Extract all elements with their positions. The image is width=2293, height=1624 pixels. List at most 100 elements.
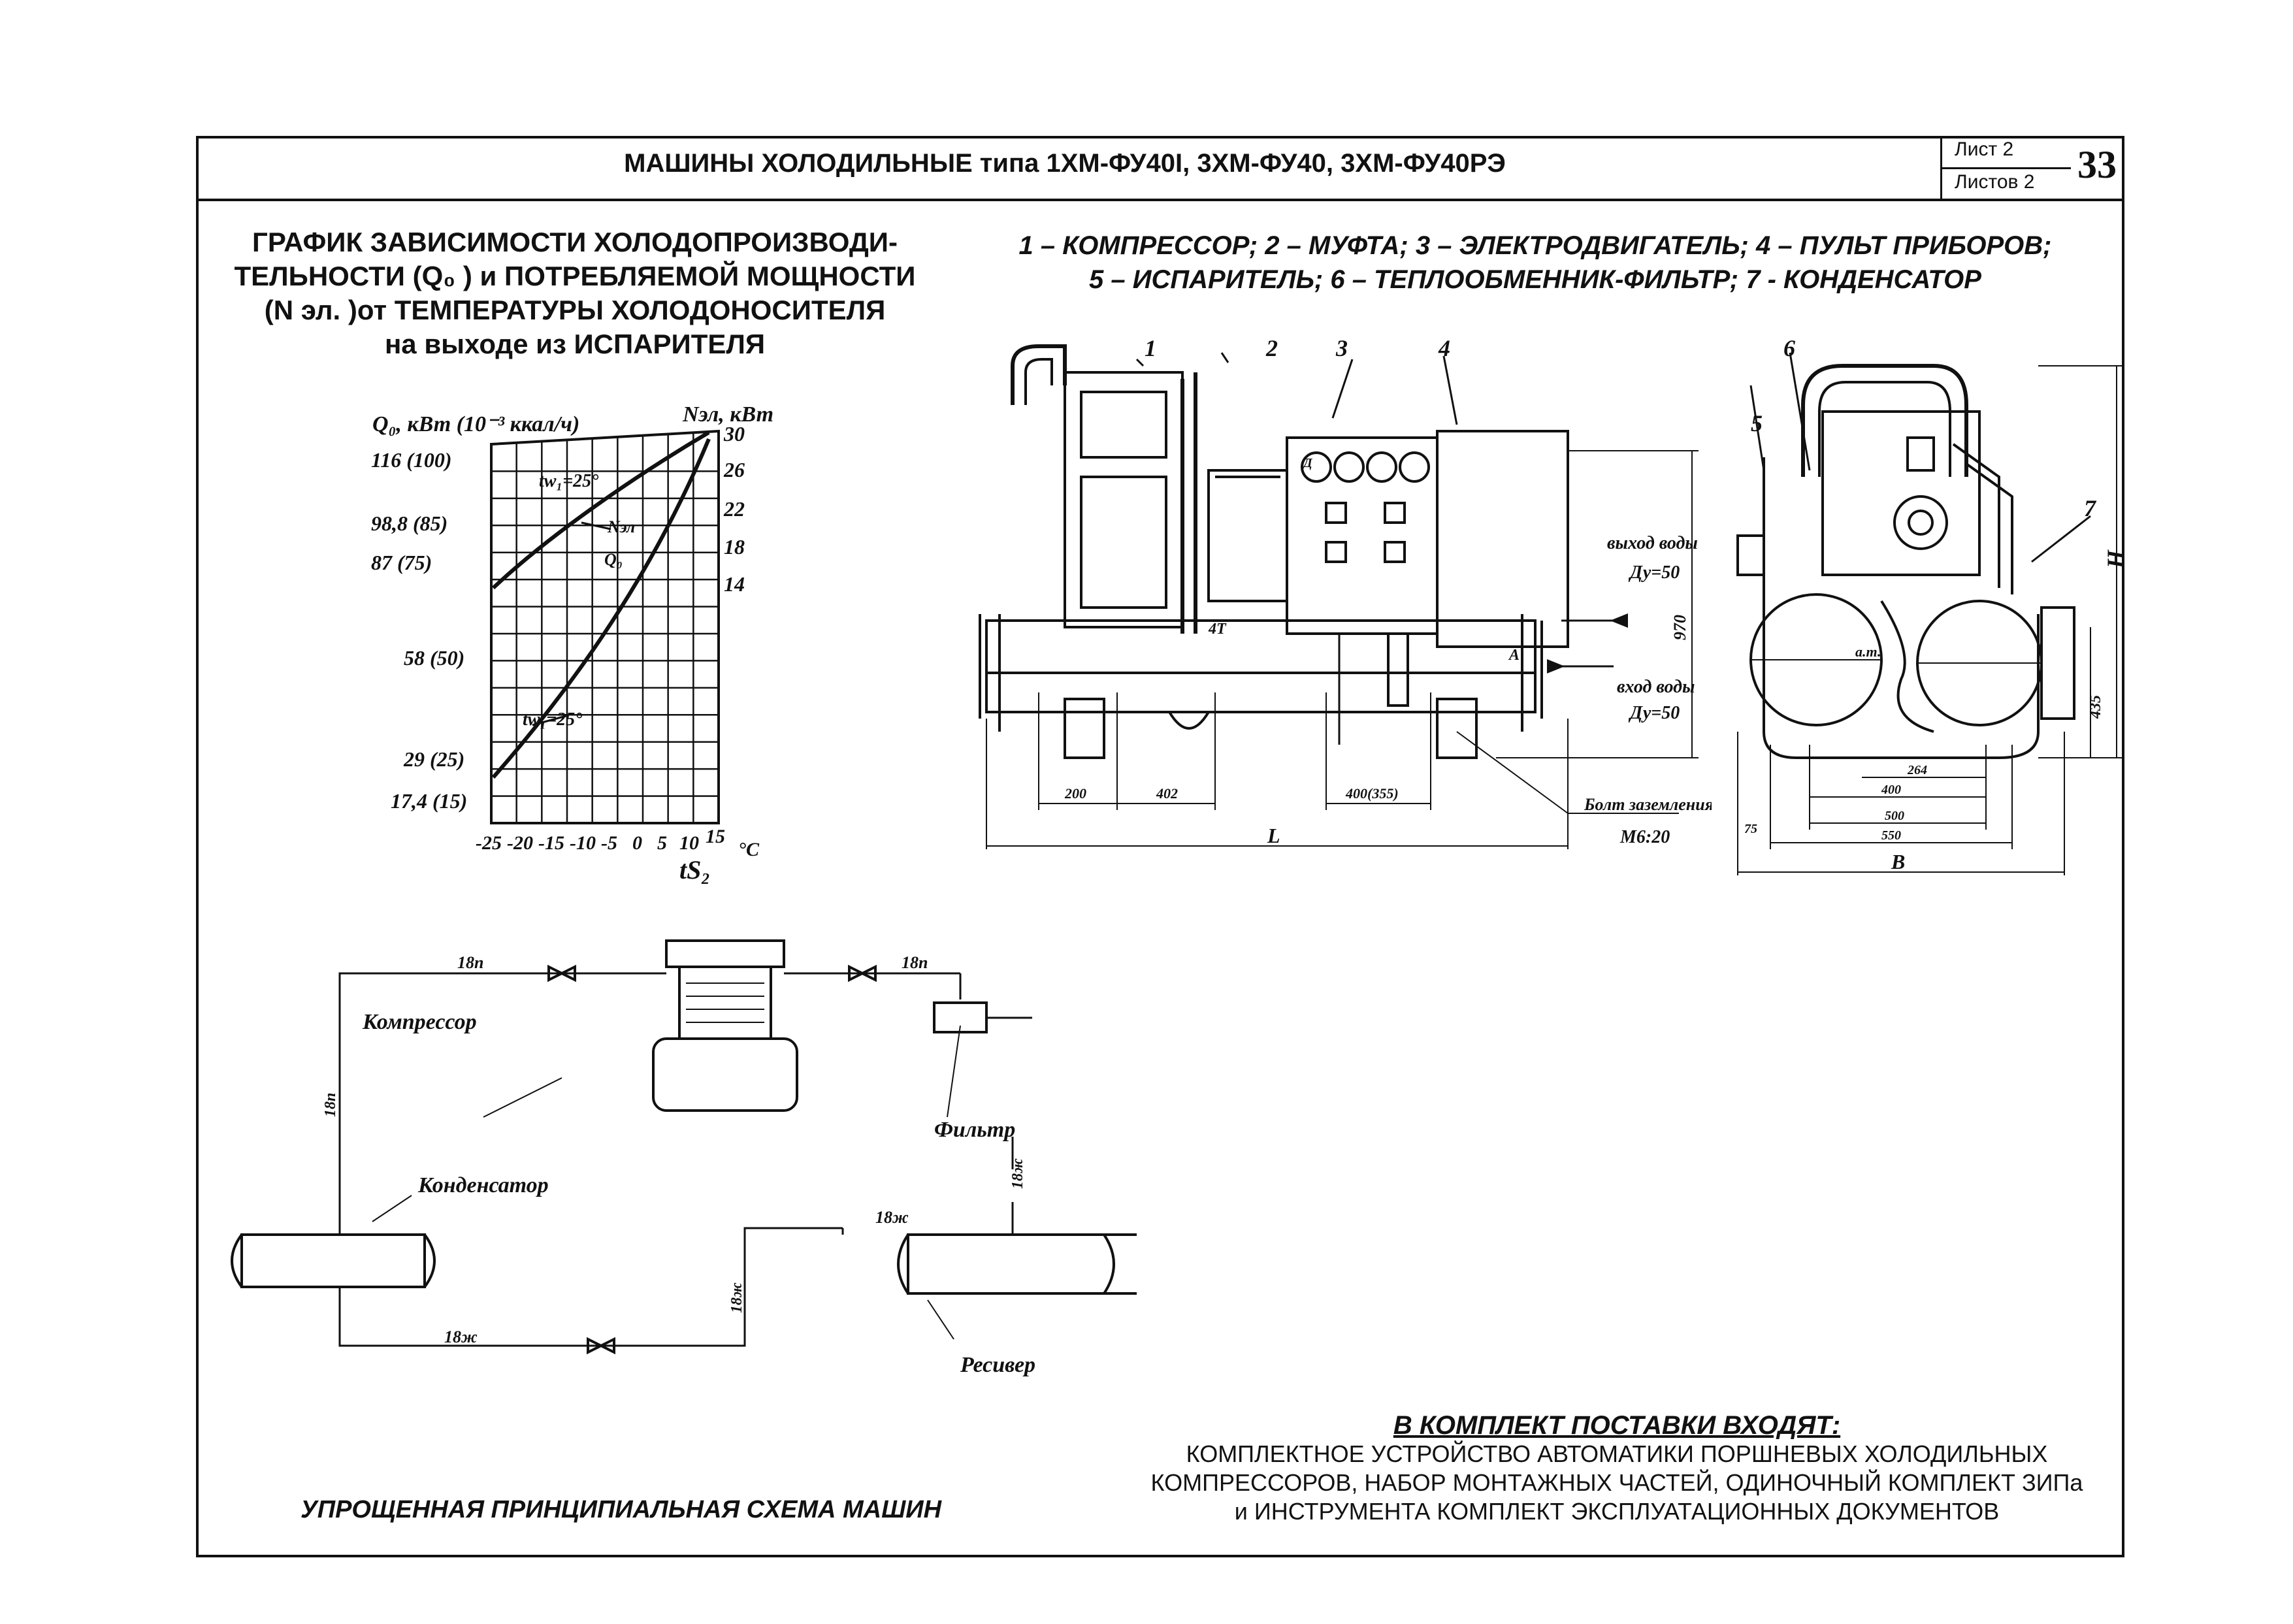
bolt-size: М6:20 [1619,827,1670,847]
callout-4: 4 [1438,335,1450,361]
pipe-label-5: 18ж [728,1282,745,1313]
instrument-panel [1436,430,1569,648]
gauge-4 [1399,451,1430,483]
graph-grid [490,429,720,824]
machine-side-view: 1 2 3 4 Д 4Т А выход воды Ду=50 вход вод… [979,335,1712,849]
curve-n-el [491,430,710,590]
supply-heading: В КОМПЛЕКТ ПОСТАВКИ ВХОДЯТ: [1393,1411,1841,1440]
x-unit: °С [738,839,760,860]
callout-3: 3 [1335,335,1348,361]
graph-title-line-3: (N эл. )от ТЕМПЕРАТУРЫ ХОЛОДОНОСИТЕЛЯ [264,295,886,325]
gauge-3 [1366,451,1397,483]
callout-1: 1 [1145,335,1156,361]
annotation-top: tw₁=25° [539,471,598,491]
left-tick-98-8: 98,8 (85) [371,512,447,535]
component-legend: 1 – КОМПРЕССОР; 2 – МУФТА; 3 – ЭЛЕКТРОДВ… [947,229,2123,297]
dim-402: 402 [1156,785,1178,802]
left-tick-87: 87 (75) [371,551,432,574]
component-legend-line-1: 1 – КОМПРЕССОР; 2 – МУФТА; 3 – ЭЛЕКТРОДВ… [1018,231,2052,260]
annotation-bottom: tw₁=25° [523,709,582,730]
water-in-label: вход воды [1617,677,1695,697]
drawing-frame [196,136,2124,1557]
pipe-label-3: 18п [322,1093,339,1117]
x-tick-5: 5 [657,832,667,854]
dim-550: 550 [1881,828,1901,843]
dim-b: В [1891,850,1905,873]
sheet-box [1940,136,2071,201]
supply-line-3: и ИНСТРУМЕНТА КОМПЛЕКТ ЭКСПЛУАТАЦИОННЫХ … [1234,1498,2000,1525]
water-in-dy: Ду=50 [1628,703,1680,723]
x-tick-m10: -10 [570,832,596,854]
condenser-label: Конденсатор [417,1173,549,1197]
x-tick-10: 10 [679,832,699,854]
label-d: Д [1302,456,1313,470]
sheets-total: Листов 2 [1955,171,2035,193]
dim-400: 400 [1881,783,1901,797]
callout-5: 5 [1751,410,1763,436]
compressor-head [1080,391,1167,459]
compressor-crankcase [652,1037,798,1112]
left-tick-116: 116 (100) [371,448,452,472]
dim-l: L [1267,824,1280,847]
left-tick-17-4: 17,4 (15) [391,789,467,813]
x-tick-m15: -15 [538,832,564,854]
supply-line-1: КОМПЛЕКТНОЕ УСТРОЙСТВО АВТОМАТИКИ ПОРШНЕ… [1186,1440,2048,1467]
x-tick-0: 0 [632,832,642,854]
water-out-dy: Ду=50 [1628,562,1680,583]
dim-500: 500 [1885,809,1904,823]
curve-q-label: Q₀ [604,550,623,569]
dim-400-355: 400(355) [1345,785,1399,802]
schematic-diagram: Компрессор Фильтр Конденсатор Ресивер 18… [231,939,1137,1377]
machine-end-view: 6 5 7 а.т. H 435 264 400 500 550 75 В [1736,335,2128,875]
receiver-label: Ресивер [960,1353,1035,1377]
receiver-body [907,1233,1137,1295]
callout-6: 6 [1783,335,1795,361]
x-tick-m25: -25 [476,832,502,854]
dim-970: 970 [1670,615,1689,640]
right-axis-label: Nэл, кВт [682,402,773,427]
sheet-number: Лист 2 [1955,138,2014,160]
dim-75: 75 [1744,822,1757,836]
curve-n-label: Nэл [607,517,635,536]
performance-graph: Q₀, кВт (10⁻³ ккал/ч) Nэл, кВт 116 (100)… [371,402,773,885]
component-legend-line-2: 5 – ИСПАРИТЕЛЬ; 6 – ТЕПЛООБМЕННИК-ФИЛЬТР… [1089,265,1981,294]
right-tick-18: 18 [724,535,745,559]
right-tick-14: 14 [724,572,745,596]
bolt-label: Болт заземления [1584,795,1712,814]
dim-h: H [2102,549,2128,569]
callout-2: 2 [1265,335,1278,361]
supply-line-2: КОМПРЕССОРОВ, НАБОР МОНТАЖНЫХ ЧАСТЕЙ, ОД… [1150,1469,2083,1496]
label-4t: 4Т [1208,621,1227,638]
x-tick-m5: -5 [601,832,617,854]
pipe-label-6: 18ж [875,1208,909,1227]
left-axis-label: Q₀, кВт (10⁻³ ккал/ч) [372,412,579,436]
pipe-label-2: 18п [902,953,928,972]
gauge-1 [1301,451,1332,483]
graph-title-line-4: на выходе из ИСПАРИТЕЛЯ [384,329,766,359]
dim-435: 435 [2087,695,2104,719]
gauge-2 [1333,451,1365,483]
page-title: МАШИНЫ ХОЛОДИЛЬНЫЕ типа 1ХМ-ФУ40І, 3ХМ-Ф… [624,149,1506,178]
pipe-label-4: 18ж [444,1327,478,1346]
x-label: tS₂ [679,855,710,885]
supply-block: В КОМПЛЕКТ ПОСТАВКИ ВХОДЯТ: КОМПЛЕКТНОЕ … [1078,1411,2156,1526]
condenser-body [240,1233,426,1288]
dim-200: 200 [1064,785,1086,802]
compressor-top [665,939,785,968]
dim-264: 264 [1907,763,1927,777]
title-row [196,136,2124,201]
curve-q0 [491,438,711,779]
compressor-end [1821,410,1981,576]
x-tick-m20: -20 [507,832,533,854]
water-out-label: выход воды [1607,533,1698,553]
pipe-label-7: 18ж [1009,1158,1026,1189]
x-tick-15: 15 [706,826,725,847]
page-number: 33 [2077,143,2117,186]
filter-label: Фильтр [934,1118,1015,1142]
pipe-label-1: 18п [457,953,483,972]
graph-title-line-1: ГРАФИК ЗАВИСИМОСТИ ХОЛОДОПРОИЗВОДИ- [252,227,898,257]
graph-title-line-2: ТЕЛЬНОСТИ (Q₀ ) и ПОТРЕБЛЯЕМОЙ МОЩНОСТИ [234,261,916,291]
left-tick-29: 29 (25) [403,747,464,771]
callout-7: 7 [2084,495,2097,521]
label-at: а.т. [1855,643,1881,660]
